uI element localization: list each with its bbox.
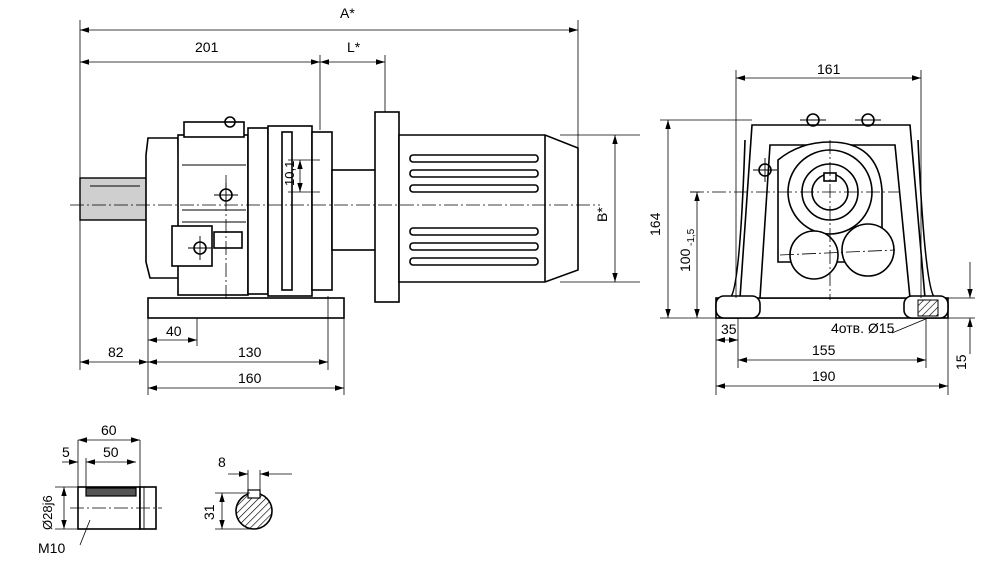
dim-holes: 4отв. Ø15 xyxy=(831,320,895,336)
dim-82: 82 xyxy=(108,344,124,360)
dim-key-31: 31 xyxy=(201,504,217,520)
dim-155: 155 xyxy=(812,342,836,358)
dim-190: 190 xyxy=(812,368,836,384)
dim-motor-length: L* xyxy=(347,39,361,55)
dim-100-tolerance: -1,5 xyxy=(686,228,697,246)
dim-15: 15 xyxy=(953,354,969,370)
dim-160: 160 xyxy=(238,370,262,386)
cooling-fins xyxy=(409,154,539,266)
dim-161: 161 xyxy=(817,61,841,77)
front-view: 161 164 100 -1,5 35 4отв. Ø15 155 190 15 xyxy=(647,61,975,395)
output-shaft xyxy=(79,177,151,221)
shaft-detail: 60 50 5 Ø28j6 M10 xyxy=(38,422,162,556)
dim-key-8: 8 xyxy=(218,454,226,470)
coupling xyxy=(331,169,377,251)
dim-overall-length: A* xyxy=(340,5,355,21)
dim-164: 164 xyxy=(647,212,663,236)
dim-100: 100 xyxy=(677,248,693,272)
dim-130: 130 xyxy=(238,344,262,360)
dim-10-1: 10,1 xyxy=(282,161,297,186)
base-plate xyxy=(147,297,345,319)
dim-shaft-5: 5 xyxy=(62,444,70,460)
dim-thread: M10 xyxy=(38,540,65,556)
dim-40: 40 xyxy=(166,323,182,339)
dim-201: 201 xyxy=(195,39,219,55)
dim-shaft-diameter: Ø28j6 xyxy=(40,495,55,530)
dim-shaft-50: 50 xyxy=(103,444,119,460)
crosshair-icon xyxy=(753,113,881,182)
keyway xyxy=(85,487,137,497)
section-detail: 8 31 xyxy=(201,454,292,530)
motor-flange xyxy=(374,111,400,303)
side-view: A* 201 L* B* 10,1 82 40 130 160 xyxy=(70,5,640,395)
key-slot xyxy=(247,489,261,499)
dim-motor-height: B* xyxy=(594,207,610,222)
dim-shaft-60: 60 xyxy=(101,422,117,438)
gearbox-housing xyxy=(177,134,249,296)
dim-35: 35 xyxy=(721,321,737,337)
